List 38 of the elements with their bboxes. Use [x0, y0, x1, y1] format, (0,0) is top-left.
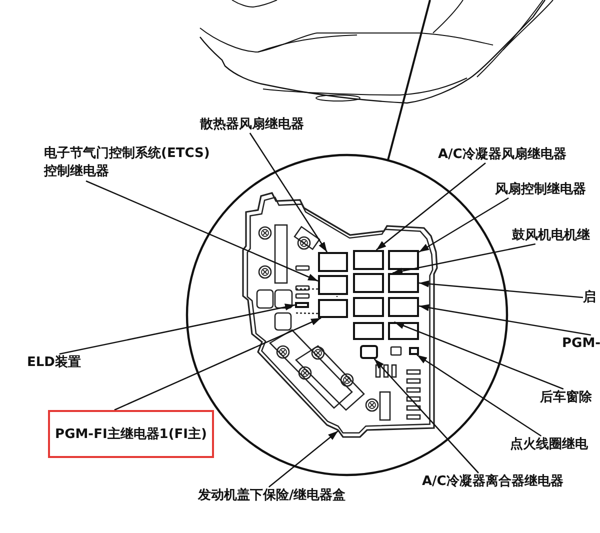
- callout-label: A/C冷凝器风扇继电器: [438, 146, 566, 163]
- leader-line: [374, 358, 479, 474]
- relay: [388, 250, 419, 270]
- highlighted-callout-label: PGM-FI主继电器1(FI主): [48, 410, 214, 458]
- leader-line: [392, 243, 536, 274]
- leader-line: [418, 304, 591, 336]
- relay: [409, 347, 419, 355]
- callout-label: 鼓风机电机继: [512, 227, 590, 244]
- leader-line: [59, 304, 296, 355]
- leader-line: [114, 317, 322, 411]
- relay: [318, 275, 348, 295]
- callout-label: 散热器风扇继电器: [200, 116, 304, 133]
- callout-label: 风扇控制继电器: [495, 181, 586, 198]
- callout-label: 点火线圈继电: [510, 436, 588, 453]
- relay: [318, 252, 348, 272]
- callout-label: ELD装置: [27, 354, 81, 371]
- callout-label: PGM-: [562, 335, 600, 352]
- relay: [360, 345, 378, 359]
- fuse-box: [240, 190, 440, 440]
- leader-line: [376, 162, 486, 250]
- leader-line: [418, 280, 584, 298]
- callout-label: 电子节气门控制系统(ETCS)控制继电器: [44, 145, 212, 181]
- leader-line: [249, 132, 328, 252]
- relay: [388, 273, 419, 293]
- leader-line: [394, 321, 564, 390]
- relay: [318, 299, 348, 318]
- callout-label: A/C冷凝器离合器继电器: [422, 473, 564, 490]
- leader-line: [418, 197, 509, 253]
- relay: [388, 297, 419, 317]
- callout-label: 发动机盖下保险/继电器盒: [198, 487, 346, 504]
- leader-line: [416, 354, 542, 437]
- eld-unit: [295, 302, 309, 308]
- relay: [353, 250, 384, 270]
- callout-label: 启: [583, 289, 596, 306]
- callout-label: 后车窗除: [540, 389, 592, 406]
- leader-line: [86, 180, 318, 282]
- leader-line: [268, 430, 338, 488]
- relay: [388, 322, 419, 340]
